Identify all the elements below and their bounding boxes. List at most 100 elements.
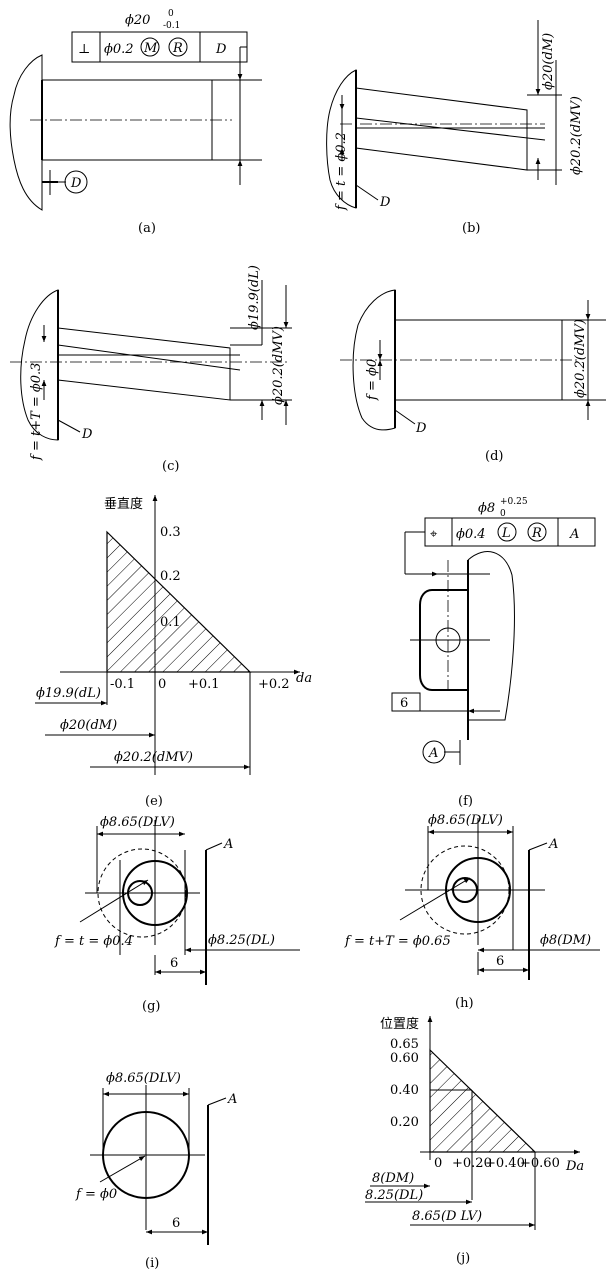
- panel-e: 垂直度 0.3 0.2 0.1 -0.1 0 +0.1 +0.2 da ϕ19.…: [35, 495, 312, 809]
- datum-letter: D: [81, 427, 93, 442]
- size-dimension: ϕ20: [125, 13, 150, 28]
- dim-dl: ϕ19.9(dL): [247, 265, 262, 330]
- part-body: [467, 551, 515, 721]
- dim-dm: ϕ20(dM): [541, 33, 556, 90]
- x-tick-1: 0: [158, 677, 166, 692]
- dim-dlv: ϕ8.65(DLV): [106, 1071, 181, 1086]
- dim-6: 6: [172, 1216, 180, 1231]
- modifier-m: M: [143, 41, 158, 56]
- dim-dmv: ϕ20.2(dMV): [114, 750, 193, 765]
- x-tick-2: +0.1: [188, 677, 220, 692]
- x-tick-3: +0.2: [258, 677, 290, 692]
- modifier-r: R: [531, 526, 542, 541]
- caption-b: (b): [462, 221, 480, 236]
- datum-letter: D: [215, 42, 227, 57]
- panel-c: ϕ19.9(dL) ϕ20.2(dMV) f = t+T = ϕ0.3 D (c…: [10, 265, 292, 474]
- dim-6: 6: [496, 954, 504, 969]
- y-tick-3: 0.20: [390, 1115, 419, 1130]
- dim-6: 6: [170, 956, 178, 971]
- dim-dm: ϕ8(DM): [540, 933, 591, 948]
- lower-deviation: 0: [500, 509, 506, 519]
- datum-letter: A: [227, 1092, 237, 1107]
- dim-dm: ϕ20(dM): [60, 718, 117, 733]
- x-tick-0: 0: [434, 1156, 442, 1171]
- y-tick-1: 0.60: [390, 1051, 419, 1066]
- datum-circle: [64, 170, 88, 194]
- y-tick-1: 0.2: [160, 569, 181, 584]
- datum-letter: D: [379, 195, 391, 210]
- y-tick-2: 0.40: [390, 1083, 419, 1098]
- dim-dlv: 8.65(D LV): [412, 1209, 482, 1224]
- tolerance-zone: [106, 530, 252, 673]
- panel-g: ϕ8.65(DLV) A f = t = ϕ0.4 ϕ8.25(DL) 6 (g…: [54, 815, 300, 1014]
- datum-letter: A: [548, 837, 558, 852]
- f-label: f = t+T = ϕ0.65: [344, 934, 451, 949]
- caption-d: (d): [485, 449, 503, 464]
- panel-d: ϕ20.2(dMV) f = ϕ0 D (d): [340, 289, 606, 464]
- panel-i: ϕ8.65(DLV) A f = ϕ0 6 (i): [75, 1071, 237, 1271]
- y-tick-2: 0.1: [160, 615, 181, 630]
- y-title: 位置度: [380, 1016, 419, 1032]
- y-title: 垂直度: [104, 496, 143, 512]
- tilted-shaft: [57, 327, 231, 401]
- dim-dmv: ϕ20.2(dMV): [569, 96, 584, 175]
- modifier-l: L: [501, 526, 511, 541]
- caption-f: (f): [458, 794, 473, 809]
- dim-dmv: ϕ20.2(dMV): [271, 326, 286, 405]
- dim-dl: ϕ8.25(DL): [208, 933, 275, 948]
- upper-deviation: 0: [168, 9, 174, 19]
- dim-box-6: 6: [400, 696, 408, 711]
- part-head: [9, 54, 43, 211]
- x-axis-label: Da: [565, 1159, 584, 1174]
- tolerance-value: ϕ0.2: [104, 42, 134, 57]
- panel-h: ϕ8.65(DLV) A f = t+T = ϕ0.65 ϕ8(DM) 6 (h…: [344, 813, 600, 1011]
- part-head: [326, 69, 357, 209]
- x-tick-2: +0.40: [485, 1156, 525, 1171]
- perpendicularity-symbol: ⊥: [78, 42, 90, 57]
- dim-dmv: ϕ20.2(dMV): [573, 319, 588, 398]
- f-label: f = ϕ0: [365, 359, 380, 401]
- x-tick-3: +0.60: [520, 1156, 560, 1171]
- f-label: f = t = ϕ0.2: [334, 132, 349, 211]
- caption-i: (i): [145, 1256, 159, 1271]
- datum-letter: A: [223, 837, 233, 852]
- caption-a: (a): [138, 221, 156, 236]
- modifier-r-circle: [168, 37, 188, 57]
- dim-dm: 8(DM): [372, 1171, 414, 1186]
- upper-deviation: +0.25: [500, 497, 528, 507]
- dim-dl: 8.25(DL): [365, 1188, 423, 1203]
- caption-j: (j): [456, 1251, 470, 1266]
- modifier-r: R: [172, 41, 183, 56]
- y-tick-0: 0.65: [390, 1037, 419, 1052]
- caption-h: (h): [455, 996, 474, 1011]
- x-axis-label: da: [296, 671, 312, 686]
- panel-j: 位置度 0.65 0.60 0.40 0.20 0 +0.20 +0.40 +0…: [365, 1016, 584, 1266]
- part-head: [352, 289, 396, 431]
- dim-dlv: ϕ8.65(DLV): [428, 813, 503, 828]
- datum-letter: A: [569, 527, 579, 542]
- datum-reference: A: [428, 746, 438, 761]
- position-symbol: ⌖: [430, 527, 438, 542]
- tolerance-zone: [429, 1048, 537, 1153]
- caption-e: (e): [145, 794, 163, 809]
- f-label: f = t+T = ϕ0.3: [29, 363, 44, 461]
- caption-g: (g): [142, 999, 160, 1014]
- part-head: [20, 289, 59, 441]
- lower-deviation: -0.1: [163, 21, 180, 31]
- datum-reference: D: [70, 176, 82, 191]
- x-tick-0: -0.1: [110, 677, 135, 692]
- size-dimension: ϕ8: [478, 501, 495, 516]
- f-label: f = ϕ0: [75, 1187, 117, 1202]
- tolerance-value: ϕ0.4: [456, 527, 486, 542]
- tilted-shaft: [355, 87, 528, 171]
- panel-b: ϕ20(dM) ϕ20.2(dMV) f = t = ϕ0.2 D (b): [326, 20, 584, 236]
- panel-a: ⊥ ϕ0.2 M R D ϕ20 0 -0.1 D (a): [9, 9, 262, 236]
- modifier-m-circle: [140, 37, 160, 57]
- datum-letter: D: [415, 421, 427, 436]
- dim-dlv: ϕ8.65(DLV): [100, 815, 175, 830]
- panel-f: ϕ8 +0.25 0 ⌖ ϕ0.4 L R A 6 A (f): [391, 497, 596, 809]
- f-label: f = t = ϕ0.4: [54, 934, 133, 949]
- y-tick-0: 0.3: [160, 525, 181, 540]
- dim-dl: ϕ19.9(dL): [36, 686, 101, 701]
